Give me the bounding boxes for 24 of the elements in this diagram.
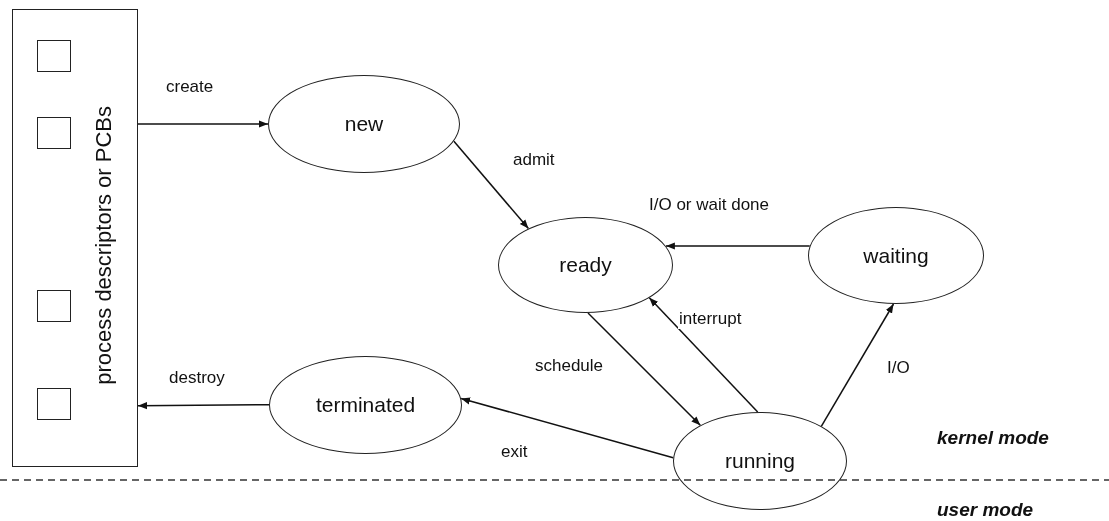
arrow: [820, 303, 895, 428]
edge-label: interrupt: [678, 309, 743, 329]
state-label: terminated: [315, 393, 416, 417]
arrow: [587, 312, 702, 427]
edge-label: destroy: [168, 368, 226, 388]
arrow: [648, 297, 759, 413]
pcb-table-box: [12, 9, 138, 467]
mode-label: user mode: [937, 499, 1034, 521]
arrow: [137, 402, 270, 410]
pcb-slot-box: [37, 117, 72, 150]
state-label: new: [344, 112, 384, 136]
pcb-slot-box: [37, 290, 72, 323]
pcb-slot-box: [37, 40, 72, 73]
arrow: [137, 120, 269, 128]
state-label: ready: [559, 253, 612, 277]
state-label: running: [724, 449, 796, 473]
mode-label: kernel mode: [937, 427, 1049, 449]
pcb-slot-box: [37, 388, 72, 421]
vertical-label: process descriptors or PCBs: [91, 106, 117, 385]
state-ellipse: [808, 207, 984, 304]
arrow: [665, 242, 811, 250]
state-label: waiting: [863, 243, 929, 268]
arrow: [460, 397, 674, 459]
arrow: [453, 140, 530, 230]
